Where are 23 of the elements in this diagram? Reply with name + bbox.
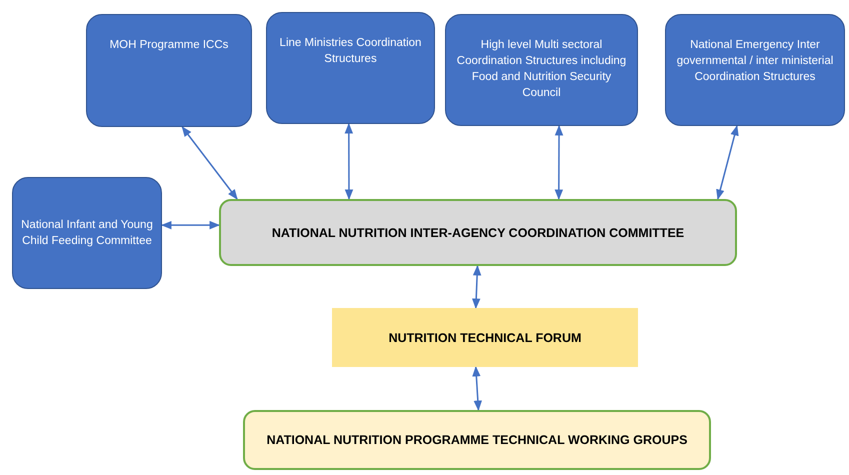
- double-arrow: [472, 366, 482, 412]
- node-label: MOH Programme ICCs: [110, 38, 228, 53]
- node-label: NATIONAL NUTRITION PROGRAMME TECHNICAL WORKING GROUPS: [266, 432, 688, 449]
- node-label: National Infant and Young Child Feeding Committee: [20, 218, 154, 249]
- double-arrow: [716, 124, 739, 200]
- double-arrow: [554, 124, 564, 200]
- process-box: [266, 12, 435, 124]
- process-box: [12, 177, 162, 289]
- double-arrow: [182, 126, 238, 200]
- process-box: [86, 14, 252, 127]
- node-label: Line Ministries Coordination Structures: [278, 36, 422, 67]
- node-label: National Emergency Inter governmental / inter ministerial Coordination Structures: [676, 38, 834, 85]
- process-box: [665, 14, 845, 126]
- node-label: High level Multi sectoral Coordination Structures including Food and Nutrition Security Council: [456, 38, 628, 101]
- double-arrow: [472, 264, 482, 310]
- working-groups-box: [243, 410, 711, 470]
- forum-box: [332, 308, 638, 367]
- double-arrow: [344, 122, 354, 200]
- node-label: NATIONAL NUTRITION INTER-AGENCY COORDINATION COMMITTEE: [272, 226, 684, 240]
- committee-box: [219, 199, 737, 266]
- process-box: [445, 14, 638, 126]
- node-label: NUTRITION TECHNICAL FORUM: [388, 330, 582, 344]
- double-arrow: [160, 220, 220, 230]
